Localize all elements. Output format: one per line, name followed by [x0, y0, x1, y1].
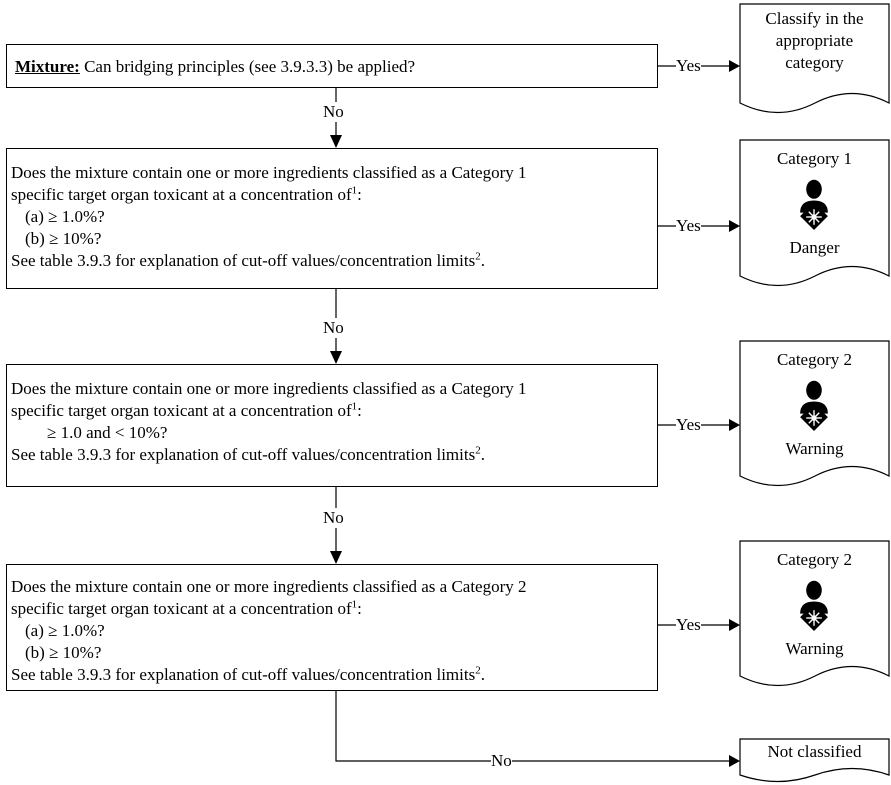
- q3-option: ≥ 1.0 and < 10%?: [47, 423, 168, 442]
- q4-colon: :: [357, 599, 362, 618]
- result-category-2-signal: Warning: [785, 439, 844, 458]
- q2-cutoff-note: See table 3.9.3 for explanation of cut-o…: [11, 250, 657, 272]
- yes-label-4: Yes: [676, 615, 701, 635]
- question-1-text: Can bridging principles (see 3.9.3.3) be…: [79, 57, 416, 76]
- q2-period: .: [480, 251, 485, 270]
- q4-line-1: Does the mixture contain one or more ing…: [11, 577, 527, 596]
- result-not-classified: Not classified: [767, 742, 862, 761]
- q4-option-a: (a) ≥ 1.0%?: [25, 621, 105, 640]
- q3-cutoff-note: See table 3.9.3 for explanation of cut-o…: [11, 444, 657, 466]
- result-category-2b-title: Category 2: [776, 550, 853, 569]
- q2-option-a: (a) ≥ 1.0%?: [25, 207, 105, 226]
- q3-line-2-text: specific target organ toxicant at a conc…: [11, 401, 352, 420]
- q2-line-2-text: specific target organ toxicant at a conc…: [11, 185, 352, 204]
- footnote-1-marker: 1: [351, 400, 358, 413]
- yes-label-3: Yes: [676, 415, 701, 435]
- no-label-4: No: [491, 751, 512, 771]
- q3-line-1: Does the mixture contain one or more ing…: [11, 379, 527, 398]
- footnote-2-marker: 2: [475, 250, 481, 263]
- result-category-1-title: Category 1: [776, 149, 853, 168]
- result-classify-category: Classify in the appropriate category: [740, 8, 889, 74]
- q2-cutoff-text: See table 3.9.3 for explanation of cut-o…: [11, 251, 476, 270]
- footnote-1-marker: 1: [351, 184, 358, 197]
- footnote-2-marker: 2: [475, 664, 481, 677]
- question-text: Mixture: Can bridging principles (see 3.…: [15, 57, 415, 76]
- mixture-label: Mixture:: [15, 57, 80, 76]
- yes-label-1: Yes: [676, 56, 701, 76]
- result-category-2b-signal: Warning: [785, 639, 844, 658]
- q2-colon: :: [357, 185, 362, 204]
- yes-label-2: Yes: [676, 216, 701, 236]
- result-category-2-title: Category 2: [776, 350, 853, 369]
- q4-line-2-text: specific target organ toxicant at a conc…: [11, 599, 352, 618]
- result-category-1-signal: Danger: [789, 238, 840, 257]
- q2-option-b: (b) ≥ 10%?: [25, 229, 102, 248]
- q2-line-2: specific target organ toxicant at a conc…: [11, 184, 657, 206]
- q3-line-2: specific target organ toxicant at a conc…: [11, 400, 657, 422]
- q4-cutoff-text: See table 3.9.3 for explanation of cut-o…: [11, 665, 476, 684]
- question-bridging-principles: Mixture: Can bridging principles (see 3.…: [6, 44, 658, 88]
- q3-period: .: [480, 445, 485, 464]
- result-1-line-1: Classify in the: [765, 9, 864, 28]
- no-label-2: No: [323, 318, 344, 338]
- q4-period: .: [480, 665, 485, 684]
- q4-line-2: specific target organ toxicant at a conc…: [11, 598, 657, 620]
- footnote-1-marker: 1: [351, 598, 358, 611]
- question-category-1-low: Does the mixture contain one or more ing…: [6, 364, 658, 487]
- q4-option-b: (b) ≥ 10%?: [25, 643, 102, 662]
- no-label-3: No: [323, 508, 344, 528]
- q3-cutoff-text: See table 3.9.3 for explanation of cut-o…: [11, 445, 476, 464]
- no-label-1: No: [323, 102, 344, 122]
- result-1-line-3: category: [785, 53, 844, 72]
- footnote-2-marker: 2: [475, 444, 481, 457]
- result-1-line-2: appropriate: [775, 31, 854, 50]
- q3-colon: :: [357, 401, 362, 420]
- q2-line-1: Does the mixture contain one or more ing…: [11, 163, 527, 182]
- question-category-2: Does the mixture contain one or more ing…: [6, 564, 658, 691]
- question-category-1-high: Does the mixture contain one or more ing…: [6, 148, 658, 289]
- q4-cutoff-note: See table 3.9.3 for explanation of cut-o…: [11, 664, 657, 686]
